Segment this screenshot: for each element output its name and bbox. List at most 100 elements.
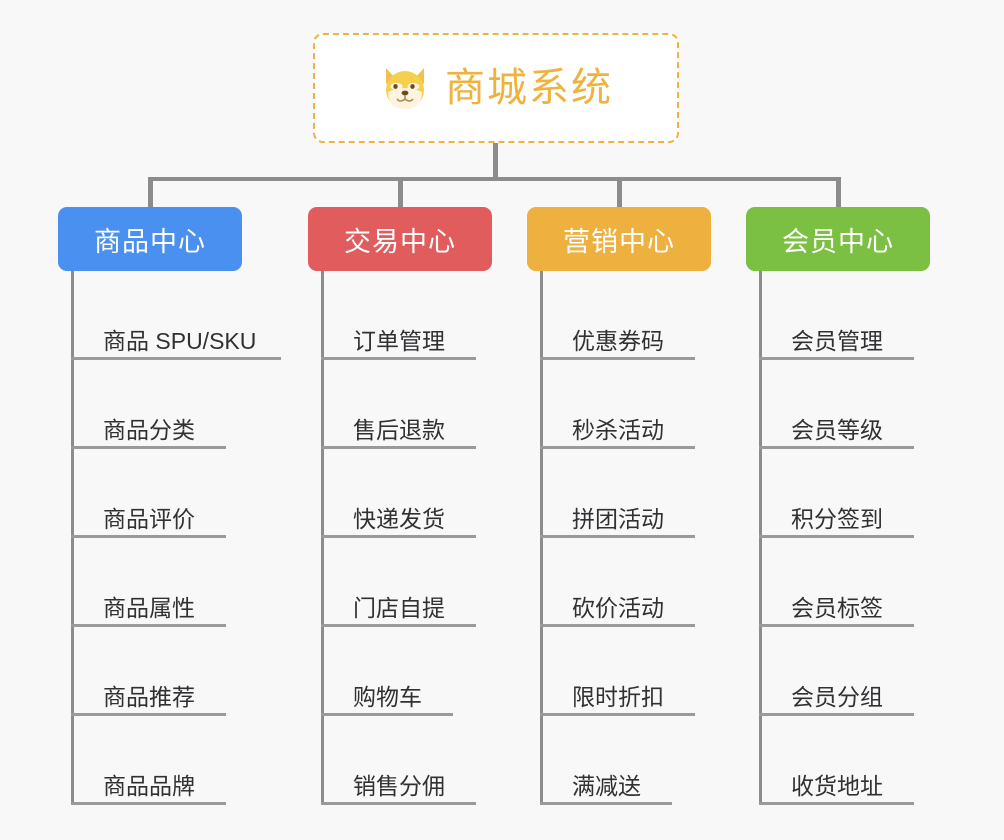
- branch-header[interactable]: 营销中心: [527, 207, 711, 271]
- connector-branch-drop: [148, 177, 153, 207]
- leaf-list: 订单管理售后退款快递发货门店自提购物车销售分佣: [308, 271, 492, 805]
- leaf-item[interactable]: 会员分组: [746, 627, 930, 716]
- branch-header-label: 商品中心: [94, 226, 206, 257]
- root-node[interactable]: 商城系统: [313, 33, 679, 143]
- leaf-underline: [71, 357, 281, 360]
- leaf-item[interactable]: 商品推荐: [58, 627, 242, 716]
- leaf-item[interactable]: 订单管理: [308, 271, 492, 360]
- leaf-item-label: 满减送: [572, 773, 641, 799]
- leaf-list: 商品 SPU/SKU 商品分类商品评价商品属性商品推荐商品品牌: [58, 271, 281, 805]
- connector-branch-drop: [398, 177, 403, 207]
- leaf-item-label: 商品 SPU/SKU: [103, 328, 257, 354]
- leaf-item-label: 会员等级: [791, 417, 883, 443]
- leaf-item[interactable]: 会员标签: [746, 538, 930, 627]
- branch-column: 商品中心商品 SPU/SKU 商品分类商品评价商品属性商品推荐商品品牌: [58, 207, 281, 805]
- connector-branch-drop: [836, 177, 841, 207]
- leaf-underline: [759, 713, 914, 716]
- leaf-item[interactable]: 商品分类: [58, 360, 242, 449]
- leaf-underline: [759, 802, 914, 805]
- branch-header[interactable]: 会员中心: [746, 207, 930, 271]
- branch-spine: [321, 271, 324, 805]
- leaf-item[interactable]: 限时折扣: [527, 627, 711, 716]
- branch-column: 营销中心优惠券码秒杀活动拼团活动砍价活动限时折扣满减送: [527, 207, 711, 805]
- leaf-underline: [759, 446, 914, 449]
- leaf-underline: [540, 802, 672, 805]
- branch-spine: [540, 271, 543, 805]
- branch-header-label: 交易中心: [344, 226, 456, 257]
- leaf-underline: [71, 802, 226, 805]
- leaf-item-label: 商品推荐: [103, 684, 195, 710]
- leaf-item-label: 商品属性: [103, 595, 195, 621]
- dog-face-icon: [379, 62, 431, 114]
- leaf-item[interactable]: 商品 SPU/SKU: [58, 271, 281, 360]
- leaf-item-label: 会员分组: [791, 684, 883, 710]
- leaf-item[interactable]: 销售分佣: [308, 716, 492, 805]
- branch-column: 交易中心订单管理售后退款快递发货门店自提购物车销售分佣: [308, 207, 492, 805]
- leaf-item[interactable]: 售后退款: [308, 360, 492, 449]
- connector-root-stem: [493, 143, 498, 180]
- leaf-item[interactable]: 会员管理: [746, 271, 930, 360]
- leaf-item-label: 快递发货: [353, 506, 445, 532]
- leaf-item-label: 订单管理: [353, 328, 445, 354]
- leaf-list: 会员管理会员等级积分签到会员标签会员分组收货地址: [746, 271, 930, 805]
- leaf-item[interactable]: 拼团活动: [527, 449, 711, 538]
- leaf-underline: [540, 446, 695, 449]
- leaf-item[interactable]: 收货地址: [746, 716, 930, 805]
- leaf-item-label: 砍价活动: [572, 595, 664, 621]
- leaf-item-label: 秒杀活动: [572, 417, 664, 443]
- leaf-item[interactable]: 积分签到: [746, 449, 930, 538]
- leaf-list: 优惠券码秒杀活动拼团活动砍价活动限时折扣满减送: [527, 271, 711, 805]
- root-title: 商城系统: [445, 66, 613, 110]
- leaf-underline: [540, 357, 695, 360]
- leaf-item[interactable]: 优惠券码: [527, 271, 711, 360]
- branch-header[interactable]: 商品中心: [58, 207, 242, 271]
- leaf-item-label: 商品评价: [103, 506, 195, 532]
- leaf-item-label: 拼团活动: [572, 506, 664, 532]
- leaf-item-label: 积分签到: [791, 506, 883, 532]
- branch-spine: [71, 271, 74, 805]
- leaf-item-label: 门店自提: [353, 595, 445, 621]
- leaf-underline: [321, 535, 476, 538]
- leaf-underline: [540, 535, 695, 538]
- leaf-underline: [321, 446, 476, 449]
- connector-horizontal-bus: [148, 177, 840, 181]
- leaf-item-label: 销售分佣: [353, 773, 445, 799]
- leaf-item[interactable]: 快递发货: [308, 449, 492, 538]
- leaf-item-label: 购物车: [353, 684, 422, 710]
- leaf-underline: [71, 446, 226, 449]
- leaf-item[interactable]: 秒杀活动: [527, 360, 711, 449]
- branch-header-label: 会员中心: [782, 226, 894, 257]
- leaf-item-label: 优惠券码: [572, 328, 664, 354]
- leaf-item[interactable]: 商品属性: [58, 538, 242, 627]
- branch-header[interactable]: 交易中心: [308, 207, 492, 271]
- leaf-item-label: 商品品牌: [103, 773, 195, 799]
- leaf-item-label: 售后退款: [353, 417, 445, 443]
- leaf-underline: [540, 624, 695, 627]
- leaf-item[interactable]: 购物车: [308, 627, 492, 716]
- leaf-underline: [71, 624, 226, 627]
- leaf-item-label: 商品分类: [103, 417, 195, 443]
- leaf-underline: [321, 357, 476, 360]
- leaf-underline: [759, 357, 914, 360]
- leaf-item-label: 会员标签: [791, 595, 883, 621]
- branch-spine: [759, 271, 762, 805]
- leaf-underline: [321, 713, 453, 716]
- branch-header-label: 营销中心: [563, 226, 675, 257]
- leaf-item-label: 会员管理: [791, 328, 883, 354]
- leaf-underline: [759, 624, 914, 627]
- leaf-item[interactable]: 商品评价: [58, 449, 242, 538]
- leaf-item[interactable]: 满减送: [527, 716, 711, 805]
- leaf-item[interactable]: 商品品牌: [58, 716, 242, 805]
- leaf-underline: [71, 713, 226, 716]
- leaf-item[interactable]: 会员等级: [746, 360, 930, 449]
- leaf-underline: [71, 535, 226, 538]
- branch-column: 会员中心会员管理会员等级积分签到会员标签会员分组收货地址: [746, 207, 930, 805]
- connector-branch-drop: [617, 177, 622, 207]
- leaf-item[interactable]: 门店自提: [308, 538, 492, 627]
- leaf-item[interactable]: 砍价活动: [527, 538, 711, 627]
- leaf-item-label: 限时折扣: [572, 684, 664, 710]
- leaf-underline: [321, 802, 476, 805]
- leaf-underline: [540, 713, 695, 716]
- leaf-item-label: 收货地址: [791, 773, 883, 799]
